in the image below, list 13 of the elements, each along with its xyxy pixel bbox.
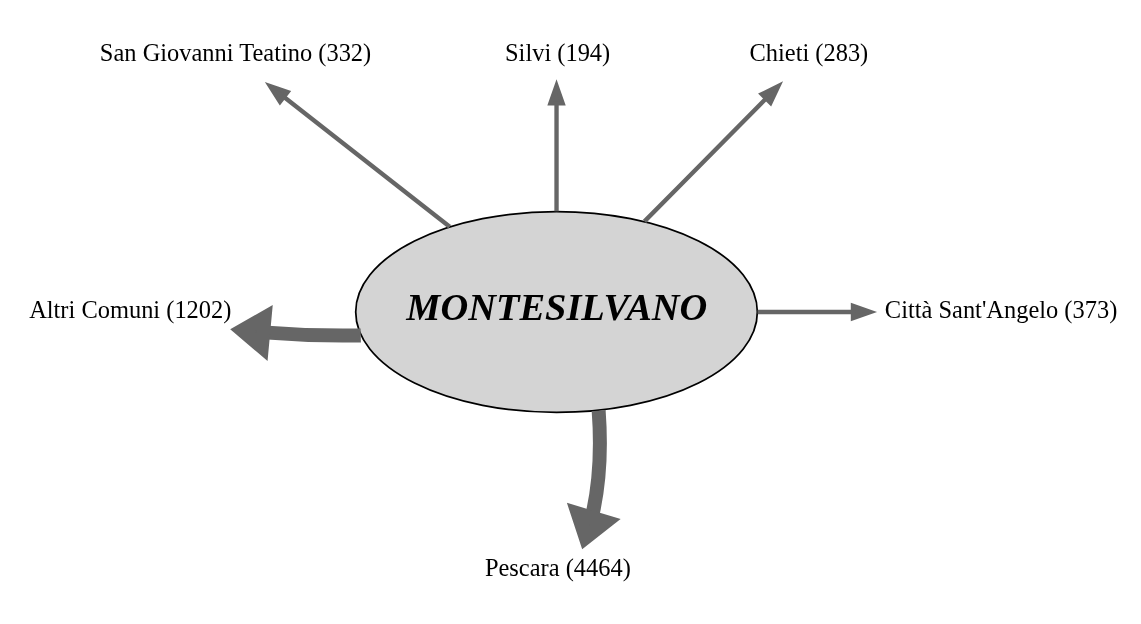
node-text: Pescara (4464) bbox=[484, 554, 631, 582]
node-text: Chieti (283) bbox=[749, 38, 869, 66]
node-text: Città Sant'Angelo (373) bbox=[884, 296, 1118, 324]
arrow bbox=[566, 410, 621, 550]
node-ellipse: MONTESILVANO bbox=[354, 210, 759, 414]
arrow bbox=[230, 305, 361, 361]
arrow bbox=[547, 79, 566, 212]
node-text: Silvi (194) bbox=[505, 38, 611, 66]
arrow bbox=[642, 81, 784, 223]
node-text: Altri Comuni (1202) bbox=[29, 296, 232, 324]
arrow bbox=[264, 82, 452, 229]
arrow bbox=[757, 302, 878, 322]
node-text: San Giovanni Teatino (332) bbox=[99, 38, 372, 66]
